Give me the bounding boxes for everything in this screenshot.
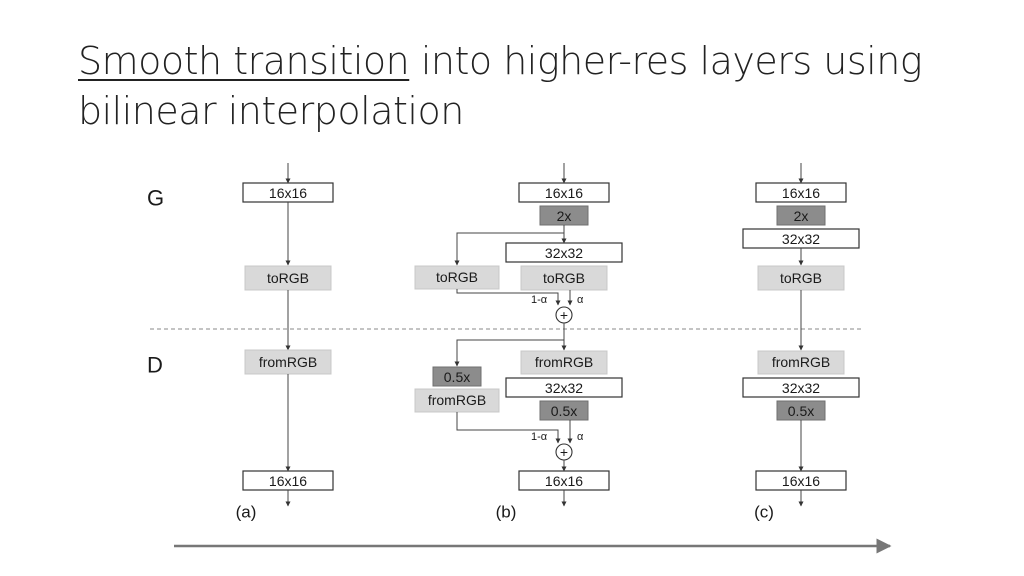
panel-b-d-fromrgb-high-label: fromRGB — [535, 354, 593, 370]
slide-title: Smooth transition into higher-res layers… — [78, 36, 978, 136]
panel-c-caption: (c) — [754, 503, 774, 522]
panel-a-caption: (a) — [236, 503, 257, 522]
panel-b-g-16x16-label: 16x16 — [545, 185, 583, 201]
panel-c-torgb-block — [757, 265, 845, 291]
panel-c-g-2x-block — [776, 205, 826, 226]
panel-a-g-16x16-label: 16x16 — [269, 185, 307, 201]
panel-b-g-16x16-block — [518, 182, 610, 203]
panel-b-d-32x32-block — [505, 377, 623, 398]
title-rest: into higher-res layers using — [409, 39, 923, 83]
panel-c-g-2x-label: 2x — [794, 208, 809, 224]
panel-b-d-05x-low-label: 0.5x — [444, 369, 470, 385]
panel-b: 16x16 2x 32x32 toRGB toRGB 1-α α + fromR… — [414, 163, 623, 522]
panel-b-g-32x32-block — [505, 242, 623, 263]
panel-b-d-05x-high-block — [539, 400, 589, 421]
panel-b-g-sum-symbol: + — [560, 307, 568, 323]
panel-a-torgb-label: toRGB — [267, 270, 309, 286]
panel-c-g-16x16-block — [755, 182, 847, 203]
panel-c-d-05x-label: 0.5x — [788, 403, 814, 419]
panel-b-d-fromrgb-low-label: fromRGB — [428, 392, 486, 408]
panel-c-g-32x32-label: 32x32 — [782, 231, 820, 247]
panel-b-g-torgb-high-block — [520, 265, 608, 291]
panel-a: 16x16 toRGB fromRGB 16x16 (a) — [236, 163, 334, 522]
panel-b-d-05x-low-block — [432, 366, 482, 387]
panel-c-d-32x32-label: 32x32 — [782, 380, 820, 396]
panel-b-d-sum-symbol: + — [560, 444, 568, 460]
title-line2: bilinear interpolation — [78, 89, 464, 133]
panel-b-g-2x-label: 2x — [557, 208, 572, 224]
panel-a-fromrgb-label: fromRGB — [259, 354, 317, 370]
panel-b-d-05x-high-label: 0.5x — [551, 403, 577, 419]
panel-a-d-16x16-label: 16x16 — [269, 473, 307, 489]
panel-b-g-one-minus-alpha: 1-α — [531, 294, 548, 306]
title-highlight: Smooth transition — [78, 39, 410, 83]
panel-b-d-one-minus-alpha: 1-α — [531, 431, 548, 443]
panel-c-fromrgb-label: fromRGB — [772, 354, 830, 370]
panel-b-g-alpha: α — [577, 294, 584, 306]
panel-b-g-torgb-low-label: toRGB — [436, 269, 478, 285]
discriminator-label: D — [147, 353, 163, 378]
generator-label: G — [147, 186, 164, 211]
panel-b-d-alpha: α — [577, 431, 584, 443]
panel-b-d-fromrgb-high-block — [520, 350, 608, 375]
panel-c-d-16x16-label: 16x16 — [782, 473, 820, 489]
panel-c-torgb-label: toRGB — [780, 270, 822, 286]
panel-b-g-32x32-label: 32x32 — [545, 245, 583, 261]
panel-c-fromrgb-block — [757, 350, 845, 375]
panel-c-g-16x16-label: 16x16 — [782, 185, 820, 201]
panel-c: 16x16 2x 32x32 toRGB fromRGB 32x32 0.5x … — [742, 163, 860, 522]
panel-a-fromrgb-block — [244, 349, 332, 375]
panel-c-d-32x32-block — [742, 377, 860, 398]
panel-b-g-torgb-high-label: toRGB — [543, 270, 585, 286]
panel-b-caption: (b) — [496, 503, 517, 522]
panel-b-d-16x16-label: 16x16 — [545, 473, 583, 489]
panel-b-d-32x32-label: 32x32 — [545, 380, 583, 396]
